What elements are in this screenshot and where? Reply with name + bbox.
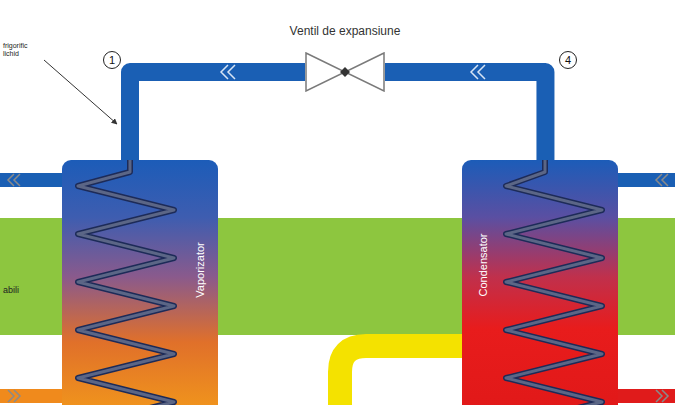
expansion-valve: Ventil de expansiune xyxy=(305,52,385,92)
refrigerant-pipe xyxy=(130,72,305,160)
band-label: abili xyxy=(3,285,19,295)
valve-symbol xyxy=(305,52,385,92)
yellow-pipe xyxy=(340,346,470,405)
pipe-stub xyxy=(616,173,675,187)
pipe-stub xyxy=(616,389,675,403)
valve-label: Ventil de expansiune xyxy=(290,24,401,38)
refrigerant-pipe xyxy=(385,72,545,160)
evaporator-tank: Vaporizator xyxy=(62,160,218,405)
callout-text: frigorific lichid xyxy=(3,42,45,58)
leader-line xyxy=(44,60,117,124)
condenser-tank: Condensator xyxy=(462,160,618,405)
pipe-stub xyxy=(0,173,64,187)
pipe-stub xyxy=(0,389,64,403)
callout-number: 1 xyxy=(103,51,121,69)
callout-number: 4 xyxy=(559,51,577,69)
tank-label: Condensator xyxy=(477,234,489,297)
tank-label: Vaporizator xyxy=(194,242,206,297)
